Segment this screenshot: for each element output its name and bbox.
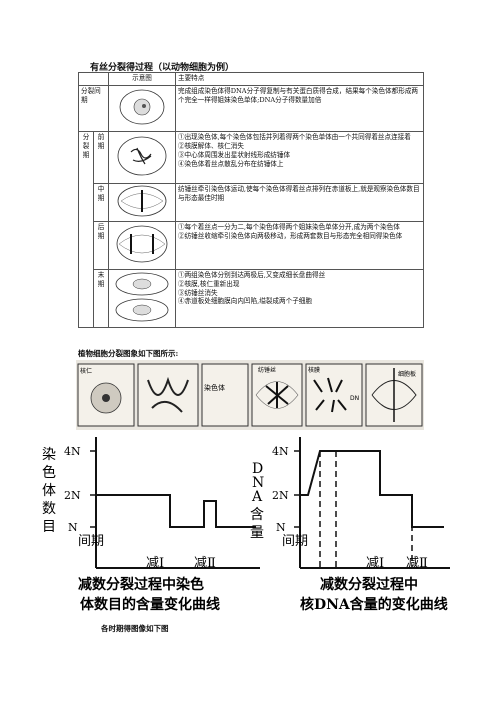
left-ylabel-4: 数	[42, 501, 56, 517]
label-spindle: 纺锤丝	[258, 366, 276, 374]
stage-anaphase-label: 后期	[93, 220, 109, 270]
right-phase-label: 间期	[282, 534, 308, 549]
cell-interphase-icon	[119, 89, 165, 125]
label-nucleolus: 核仁	[80, 367, 92, 375]
label-dna: DN	[350, 395, 359, 402]
right-tick-n: N	[276, 521, 286, 534]
meiosis-graphs: 染 色 体 数 目 4N 2N N 间期 减Ⅰ 减Ⅱ 减数分裂过程中染色 体数目…	[42, 437, 450, 613]
stage-metaphase-label: 中期	[93, 182, 109, 222]
left-ylabel-5: 目	[42, 519, 56, 535]
chromosome-number-graph: 染 色 体 数 目 4N 2N N 间期 减Ⅰ 减Ⅱ 减数分裂过程中染色 体数目…	[42, 437, 260, 613]
left-tick-n: N	[68, 521, 78, 534]
prophase-text: ①出现染色体,每个染色体包括并列着得两个染色单体由一个共同得着丝点连接着 ②核膜…	[175, 130, 424, 184]
cell-metaphase-icon	[117, 185, 167, 217]
dna-content-graph: D N A 含 量 4N 2N N 间期 减Ⅰ 减Ⅱ 减数分裂过程中 核DNA含…	[250, 437, 450, 613]
left-tick-2n: 2N	[64, 489, 81, 502]
left-ylabel-3: 体	[42, 483, 56, 499]
left-caption-1: 减数分裂过程中染色	[78, 576, 204, 593]
metaphase-text: 纺锤丝牵引染色体运动,使每个染色体得着丝点排列在赤道板上,就是观察染色体数目与形…	[175, 182, 424, 222]
label-chromosome: 染色体	[204, 383, 225, 392]
left-phase-label: 间期	[78, 534, 104, 549]
division-label: 分 裂 期	[78, 130, 94, 328]
right-tick-4n: 4N	[272, 445, 289, 458]
header-features: 主要特点	[175, 72, 424, 86]
interphase-label: 分裂间期	[78, 85, 109, 132]
right-ylabel-2: N	[252, 475, 264, 491]
right-ylabel-5: 量	[250, 525, 264, 541]
left-ylabel-2: 色	[42, 464, 56, 481]
metaphase-diagram	[108, 182, 176, 222]
page-title: 有丝分裂得过程（以动物细胞为例）	[90, 63, 235, 73]
right-tick-2n: 2N	[272, 489, 289, 502]
left-tick-4n: 4N	[64, 445, 81, 458]
plant-cell-figure: 核仁 染色体 纺锤丝 核膜 DN 细胞板	[76, 360, 424, 430]
anaphase-diagram	[108, 220, 176, 270]
left-meiosis2-label: 减Ⅱ	[194, 556, 216, 571]
right-meiosis2-label: 减Ⅱ	[406, 556, 428, 571]
right-caption-2: 核DNA含量的变化曲线	[300, 596, 448, 613]
cell-anaphase-icon	[116, 225, 168, 263]
label-membrane: 核膜	[308, 366, 320, 374]
cell-prophase-icon	[117, 136, 167, 176]
interphase-diagram	[108, 85, 176, 132]
stage-telophase-label: 末期	[93, 268, 109, 328]
right-ylabel-1: D	[252, 461, 263, 477]
plant-caption: 植物细胞分裂图象如下图所示:	[78, 349, 179, 358]
telophase-text: ①两组染色体分别到达两极后,又变成细长盘曲得丝 ②核膜,核仁重新出现 ③纺锤丝消…	[175, 268, 424, 328]
left-meiosis1-label: 减Ⅰ	[146, 556, 164, 571]
bottom-caption: 各时期得图像如下图	[101, 624, 169, 633]
label-cell-plate: 细胞板	[398, 370, 416, 378]
telophase-diagram	[108, 268, 176, 328]
stage-prophase-label: 前期	[93, 130, 109, 184]
right-ylabel-4: 含	[250, 507, 264, 523]
anaphase-text: ①每个着丝点一分为二,每个染色体得两个姐妹染色单体分开,成为两个染色体 ②纺锤丝…	[175, 220, 424, 270]
right-ylabel-3: A	[251, 489, 263, 505]
cell-telophase-icon	[115, 272, 169, 322]
mitosis-table: 示意图 主要特点 分裂间期 完成组成染色体得DNA分子得复制与有关蛋白质得合成，…	[78, 72, 424, 328]
left-ylabel-1: 染	[42, 447, 56, 463]
header-diagram: 示意图	[108, 72, 176, 86]
right-caption-1: 减数分裂过程中	[320, 576, 418, 593]
interphase-text: 完成组成染色体得DNA分子得复制与有关蛋白质得合成，结果每个染色体都形成两个完全…	[175, 85, 424, 132]
left-caption-2: 体数目的含量变化曲线	[80, 596, 220, 613]
prophase-diagram	[108, 130, 176, 184]
plant-cells-icon: 核仁 染色体 纺锤丝 核膜 DN 细胞板	[77, 363, 423, 427]
right-meiosis1-label: 减Ⅰ	[366, 556, 384, 571]
